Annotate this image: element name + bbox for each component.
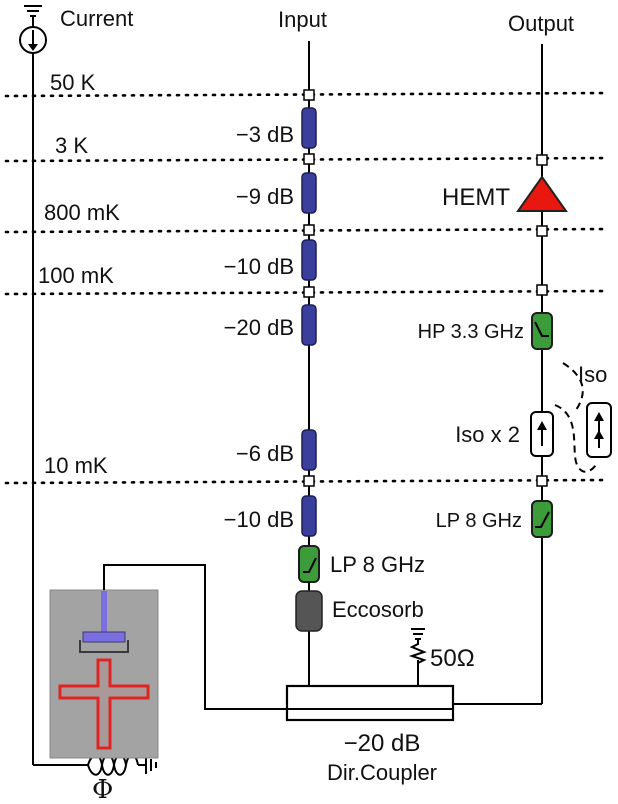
attenuator-block — [301, 172, 317, 214]
input-connector — [303, 224, 315, 236]
input-label: Input — [278, 7, 327, 32]
stage-label-3k: 3 K — [55, 133, 88, 158]
attenuator-block — [301, 429, 317, 471]
current-source-icon — [19, 5, 47, 54]
attenuator-label: −10 dB — [224, 507, 294, 532]
output-connector — [536, 154, 548, 166]
attenuator-block — [301, 495, 317, 537]
input-connector — [303, 89, 315, 101]
attenuator-label: −20 dB — [224, 315, 294, 340]
input-filter-label: LP 8 GHz — [330, 552, 425, 577]
attenuator-label: −10 dB — [224, 254, 294, 279]
highpass-filter-icon — [531, 312, 553, 350]
attenuator-label: −6 dB — [236, 441, 294, 466]
input-connector — [303, 286, 315, 298]
input-lowpass-filter-icon — [298, 545, 320, 583]
output-label: Output — [508, 11, 574, 36]
eccosorb-label: Eccosorb — [332, 597, 424, 622]
coupler-name-label: Dir.Coupler — [327, 760, 437, 785]
output-connector — [536, 475, 548, 487]
attenuator-block — [301, 239, 317, 281]
hemt-label: HEMT — [442, 184, 510, 211]
iso-callout-line — [554, 404, 599, 473]
output-filter-label: LP 8 GHz — [436, 510, 522, 532]
stage-label-50k: 50 K — [50, 70, 96, 95]
hemt-amplifier-icon — [516, 175, 568, 212]
stage-label-100mk: 100 mK — [38, 263, 114, 288]
qubit-chip-image — [49, 589, 159, 759]
attenuator-label: −9 dB — [236, 184, 294, 209]
directional-coupler-block — [285, 684, 455, 722]
input-connector — [303, 475, 315, 487]
eccosorb-block — [295, 590, 323, 632]
attenuator-block — [301, 304, 317, 346]
attenuator-block — [301, 107, 317, 149]
qubit-signal-wire — [103, 564, 287, 710]
isolator-icon — [530, 411, 554, 457]
coupler-value-label: −20 dB — [344, 730, 421, 757]
hp-filter-label: HP 3.3 GHz — [418, 321, 524, 343]
iso-detail-icon — [586, 402, 612, 458]
attenuator-label: −3 dB — [236, 122, 294, 147]
output-connector — [536, 284, 548, 296]
iso-label: Iso — [578, 362, 607, 387]
stage-label-800mk: 800 mK — [44, 200, 120, 225]
termination-label: 50Ω — [430, 645, 475, 672]
iso-x2-label: Iso x 2 — [455, 422, 520, 447]
iso-callout-line — [562, 362, 584, 411]
current-label: Current — [60, 6, 133, 31]
termination-resistor-icon — [408, 628, 427, 664]
output-lowpass-filter-icon — [531, 500, 553, 538]
stage-label-10mk: 10 mK — [44, 453, 108, 478]
output-connector — [536, 225, 548, 237]
flux-symbol: Φ — [92, 775, 113, 804]
input-connector — [303, 153, 315, 165]
